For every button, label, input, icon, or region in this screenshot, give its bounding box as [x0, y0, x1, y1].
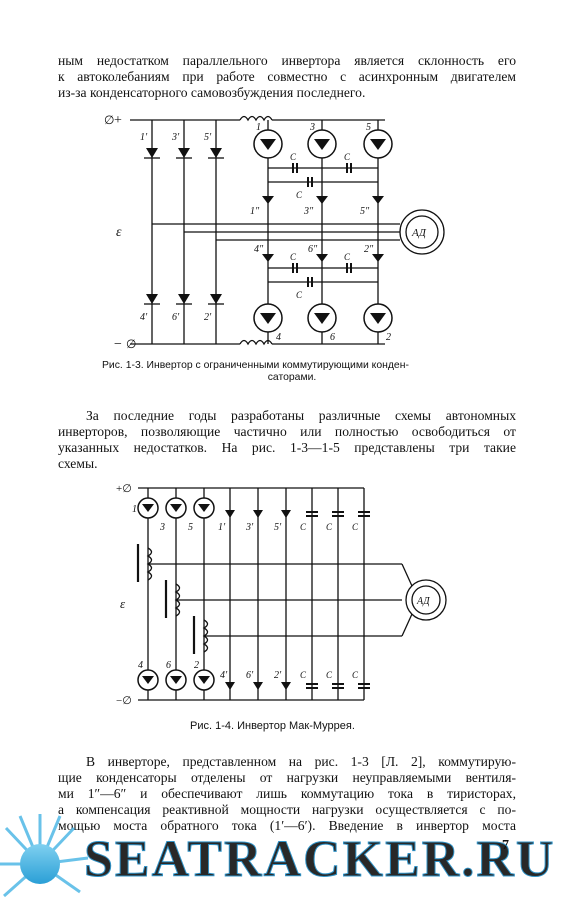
cap-label: С — [296, 190, 303, 200]
figure-1-3-schematic: + ∅ − ∅ ε АД 1′ 3′ 5′ 4′ 6′ 2′ 1 3 5 4 6… — [104, 113, 445, 352]
cap-label: С — [344, 152, 351, 162]
minus-sign: − — [114, 337, 122, 352]
cap-label: С — [326, 670, 333, 680]
thyristor-label: 6 — [330, 332, 335, 343]
motor-label: АД — [416, 596, 430, 607]
text-line: щие конденсаторы отделены от нагрузки не… — [58, 770, 516, 785]
text-line: ми 1″—6″ и обеспечивают лишь коммутацию … — [58, 786, 516, 801]
caption-line: Рис. 1-3. Инвертор с ограниченными комму… — [102, 360, 409, 371]
cap-label: С — [290, 252, 297, 262]
thyristor-label: 2 — [194, 660, 199, 671]
cap-label: С — [326, 522, 333, 532]
diode-label: 6′ — [246, 670, 254, 681]
figure-1-3-caption: Рис. 1-3. Инвертор с ограниченными комму… — [102, 360, 482, 384]
valve-label: 5″ — [360, 206, 370, 217]
diode-label: 5′ — [274, 522, 282, 533]
diode-label: 4′ — [140, 312, 148, 323]
null-sign: ∅ — [126, 337, 136, 351]
paragraph-2: За последние годы разработаны различные … — [58, 408, 516, 472]
thyristor-label: 4 — [276, 332, 281, 343]
cap-label: С — [290, 152, 297, 162]
plus-null-label: +∅ — [116, 483, 132, 495]
page-number: 7 — [502, 838, 509, 853]
sun-logo-icon — [0, 814, 89, 898]
diode-label: 3′ — [245, 522, 254, 533]
text-line: инверторов, позволяющие частично или пол… — [58, 424, 516, 439]
epsilon-label: ε — [116, 225, 122, 240]
thyristor-label: 1 — [256, 122, 261, 133]
thyristor-label: 3 — [309, 122, 315, 133]
text-line: В инверторе, представленном на рис. 1-3 … — [86, 754, 516, 769]
text-line: а компенсация реактивной мощности нагруз… — [58, 802, 516, 817]
paragraph-3: В инверторе, представленном на рис. 1-3 … — [58, 754, 516, 834]
diode-label: 1′ — [140, 132, 148, 143]
valve-label: 2″ — [364, 244, 374, 255]
thyristor-label: 5 — [188, 522, 193, 533]
figure-1-4-schematic: +∅ −∅ ε АД 1 3 5 4 6 2 1′ 3′ 5′ 4′ 6′ 2′… — [116, 483, 447, 707]
null-sign: ∅ — [104, 113, 114, 127]
diode-label: 1′ — [218, 522, 226, 533]
text-line: мощью моста обратного тока (1′—6′). Введ… — [58, 818, 516, 833]
plus-sign: + — [114, 113, 122, 128]
thyristor-label: 3 — [159, 522, 165, 533]
diode-label: 5′ — [204, 132, 212, 143]
thyristor-label: 2 — [386, 332, 391, 343]
valve-label: 6″ — [308, 244, 318, 255]
valve-label: 4″ — [254, 244, 264, 255]
thyristor-label: 4 — [138, 660, 143, 671]
valve-label: 3″ — [303, 206, 314, 217]
cap-label: С — [296, 290, 303, 300]
caption-line: саторами. — [267, 372, 317, 383]
seatracker-watermark: SEATRACKER.RU — [0, 814, 555, 898]
diode-label: 2′ — [204, 312, 212, 323]
diode-label: 3′ — [171, 132, 180, 143]
diode-label: 6′ — [172, 312, 180, 323]
valve-label: 1″ — [250, 206, 260, 217]
cap-label: С — [300, 670, 307, 680]
thyristor-label: 6 — [166, 660, 171, 671]
diode-label: 4′ — [220, 670, 228, 681]
text-line: к автоколебаниям при работе совместно с … — [58, 69, 516, 84]
thyristor-label: 1 — [132, 504, 137, 515]
motor-label: АД — [411, 227, 427, 239]
diode-label: 2′ — [274, 670, 282, 681]
cap-label: С — [352, 522, 359, 532]
minus-null-label: −∅ — [116, 695, 132, 707]
watermark-text: SEATRACKER.RU — [84, 831, 555, 888]
cap-label: С — [344, 252, 351, 262]
figure-1-4-caption: Рис. 1-4. Инвертор Мак-Муррея. — [190, 720, 355, 732]
cap-label: С — [300, 522, 307, 532]
cap-label: С — [352, 670, 359, 680]
text-line: из-за конденсаторного самовозбуждения по… — [58, 85, 366, 100]
paragraph-1: ным недостатком параллельного инвертора … — [58, 53, 516, 101]
text-line: схемы. — [58, 456, 98, 471]
text-line: ным недостатком параллельного инвертора … — [58, 53, 516, 68]
text-line: За последние годы разработаны различные … — [86, 408, 516, 423]
epsilon-label: ε — [120, 596, 126, 611]
thyristor-label: 5 — [366, 122, 371, 133]
text-line: указанных недостатков. На рис. 1-3—1-5 п… — [58, 440, 516, 455]
